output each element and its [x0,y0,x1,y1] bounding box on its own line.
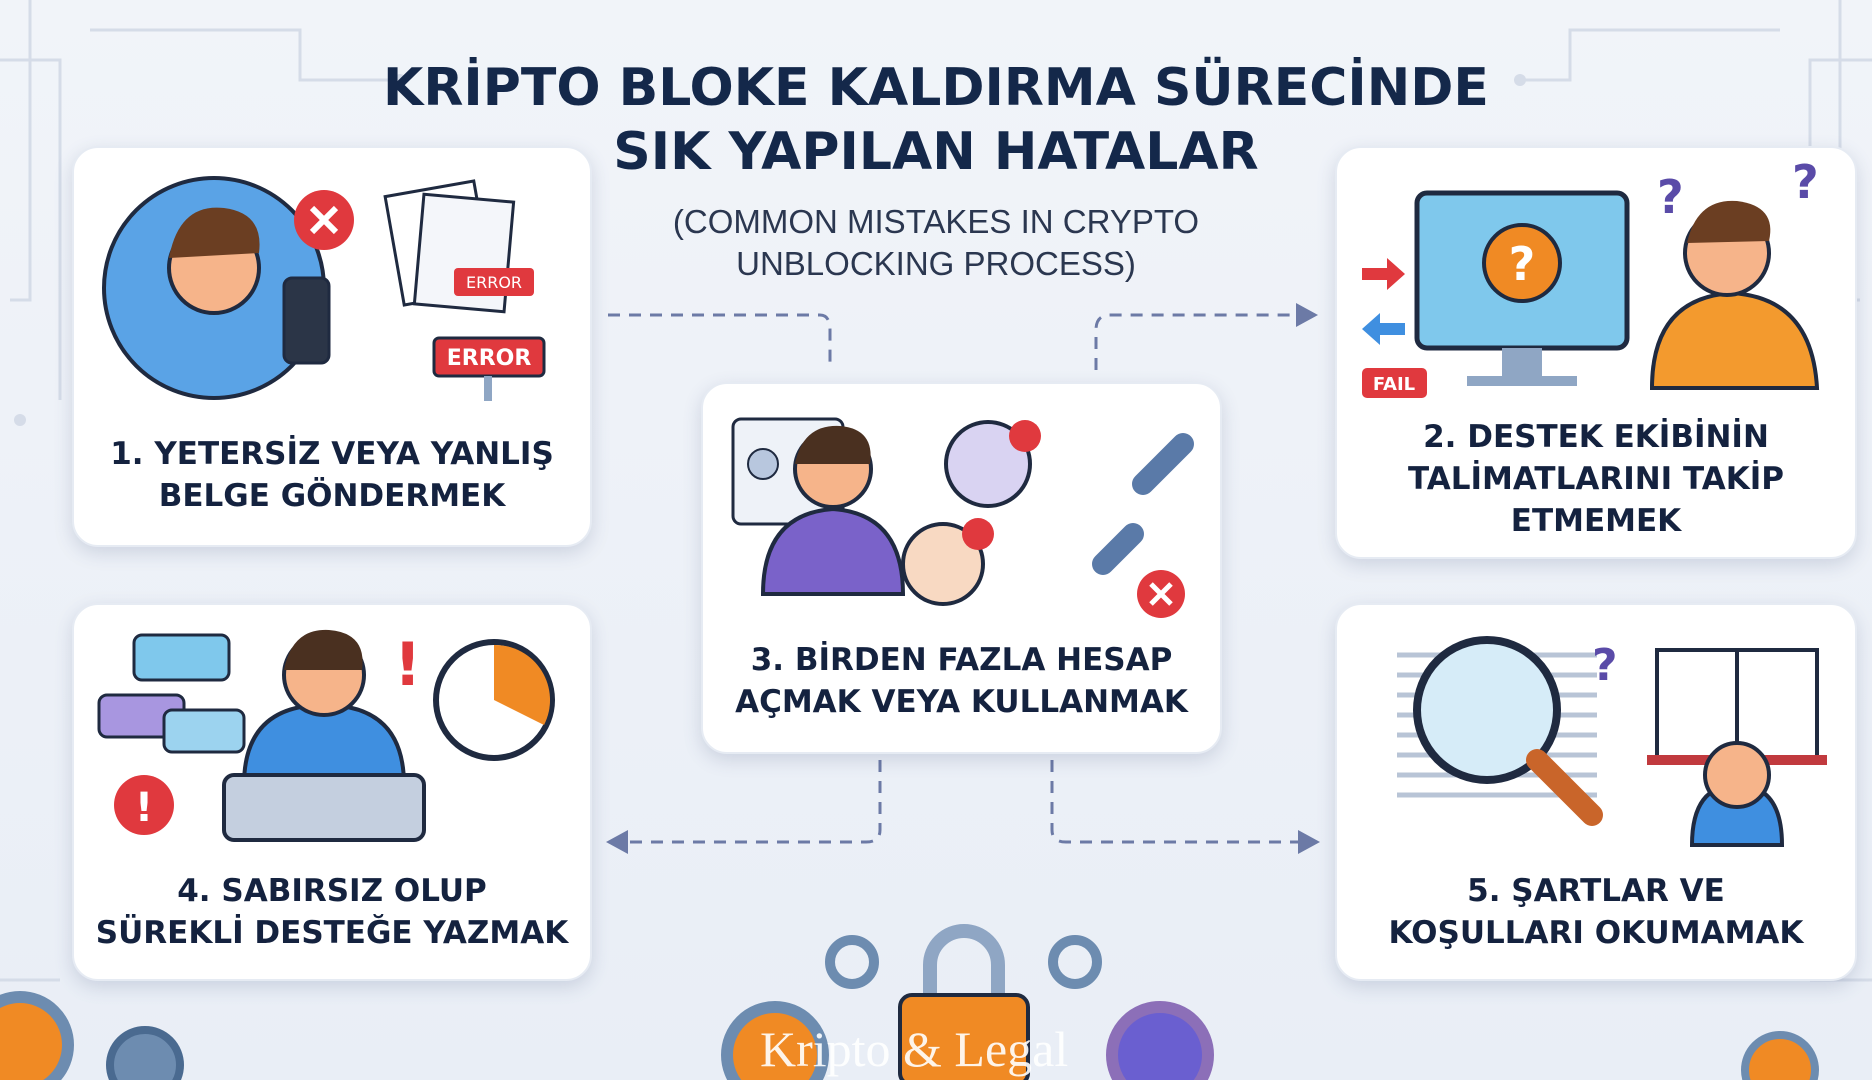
page-title: KRİPTO BLOKE KALDIRMA SÜRECİNDE [383,58,1489,118]
bitcoin-gear-icon [1741,1031,1819,1080]
alert-icon [114,775,174,835]
svg-text:?: ? [1592,640,1618,691]
svg-text:FAIL: FAIL [1373,374,1415,395]
svg-text:?: ? [1509,237,1536,291]
ethereum-gear-icon [1106,1001,1214,1080]
gear-icon [1048,935,1102,989]
svg-text:!: ! [135,785,153,831]
keyboard-icon [222,773,426,842]
multiple-accounts-illustration [731,417,1194,618]
arrow-left-icon [1362,313,1405,345]
watermark: Kripto & Legal [760,1021,1069,1077]
page-title-line2: SIK YAPILAN HATALAR [613,122,1259,182]
broken-link-icon [1092,433,1194,575]
person-phone-illustration: ERROR ERROR [102,176,546,401]
confused-person-monitor-illustration: ? FAIL ? ? [1362,155,1820,398]
lock-icon [898,924,1030,1080]
svg-text:!: ! [394,630,421,700]
gear-icon [825,935,879,989]
chat-bubble-icon [132,633,231,682]
page-subtitle: (COMMON MISTAKES IN CRYPTO [672,203,1200,240]
bitcoin-gear-icon [0,991,74,1080]
bitcoin-gear-icon [721,1001,829,1080]
page-subtitle-line2: UNBLOCKING PROCESS) [736,245,1136,282]
svg-text:ERROR: ERROR [466,273,522,292]
question-icon [1482,223,1562,303]
error-sign: ERROR [447,346,532,371]
magnifier-icon [1413,636,1561,784]
arrow-right-icon [1362,258,1405,290]
ethereum-gear-icon [106,1026,184,1080]
svg-text:?: ? [1657,170,1684,224]
connector-arrows [608,313,1310,844]
svg-text:?: ? [1792,155,1819,209]
impatient-typing-illustration: ! ! [97,629,555,842]
terms-magnifier-illustration: ? [1397,636,1827,847]
